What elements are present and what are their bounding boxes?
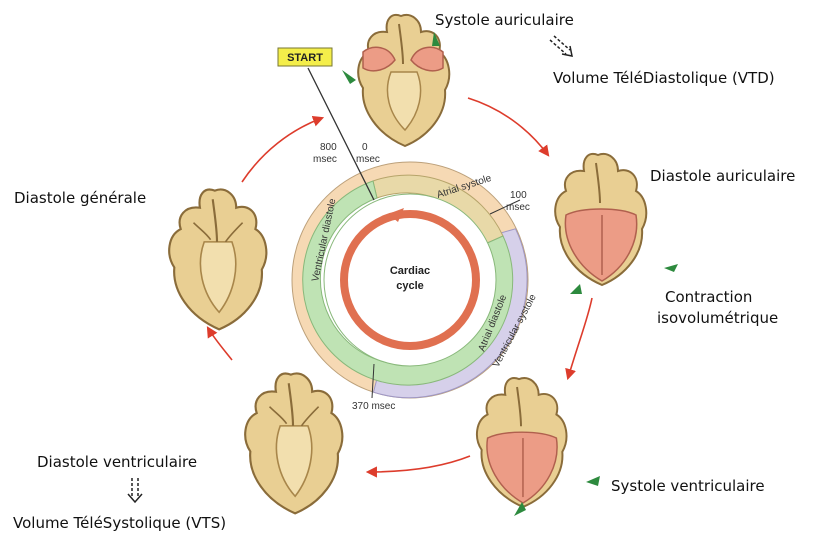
label-vtd: Volume TéléDiastolique (VTD) [553,69,775,87]
arrow-left [208,328,232,360]
dashed-arrow-vts [128,478,142,502]
label-contraction-line2: isovolumétrique [657,309,778,327]
arrow-top-right [468,98,548,155]
time-0-unit: msec [356,154,380,165]
arrow-bottom [368,456,470,472]
green-arrow-1 [342,70,356,84]
start-label: START [287,52,323,64]
label-diastole-generale: Diastole générale [14,189,146,207]
green-arrow-4 [664,264,678,272]
label-systole-ventriculaire: Systole ventriculaire [611,477,765,495]
time-100-unit: msec [506,202,530,213]
center-label-line1: Cardiac [390,265,430,277]
arrow-right [568,298,592,378]
heart-systole-auriculaire [358,15,449,146]
time-370: 370 msec [352,401,395,412]
heart-diastole-generale [169,190,266,330]
label-diastole-ventriculaire: Diastole ventriculaire [37,453,197,471]
label-diastole-auriculaire: Diastole auriculaire [650,167,795,185]
label-contraction-line1: Contraction [665,288,752,306]
center-label-line2: cycle [396,280,424,292]
heart-diastole-ventriculaire [245,374,342,514]
heart-systole-ventriculaire [477,378,567,507]
label-systole-auriculaire: Systole auriculaire [435,11,574,29]
heart-diastole-auriculaire [555,154,646,285]
time-0: 0 [362,142,368,153]
time-100: 100 [510,190,527,201]
time-800: 800 [320,142,337,153]
green-arrow-3 [570,284,582,294]
green-arrow-6 [586,476,600,486]
label-vts: Volume TéléSystolique (VTS) [13,514,226,532]
time-800-unit: msec [313,154,337,165]
arrow-top-left [242,118,322,182]
dashed-arrow-vtd [550,36,572,56]
